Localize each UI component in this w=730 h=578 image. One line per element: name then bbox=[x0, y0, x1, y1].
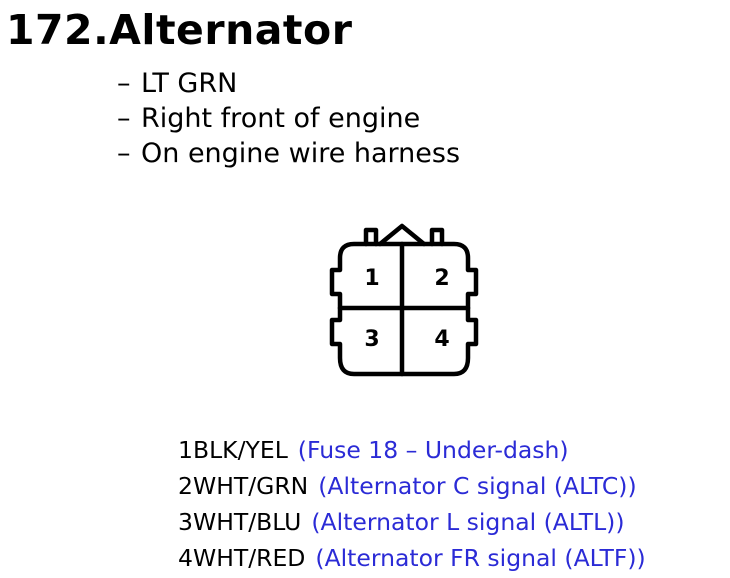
note-text: Right front of engine bbox=[141, 103, 421, 134]
notes-list: –LT GRN –Right front of engine –On engin… bbox=[117, 66, 460, 171]
pin-row: 1BLK/YEL (Fuse 18 – Under-dash) bbox=[178, 432, 646, 468]
pin-list: 1BLK/YEL(Fuse 18 – Under-dash) 2WHT/GRN(… bbox=[178, 432, 646, 576]
note-item: –LT GRN bbox=[117, 66, 460, 101]
pin-wire: 2WHT/GRN bbox=[178, 472, 309, 500]
connector-diagram: 1 2 3 4 bbox=[329, 223, 479, 377]
right-tab bbox=[429, 227, 445, 247]
note-dash: – bbox=[117, 103, 131, 134]
pin-description: (Alternator C signal (ALTC)) bbox=[318, 472, 637, 500]
pin-label-3: 3 bbox=[364, 327, 379, 352]
pin-label-2: 2 bbox=[434, 266, 449, 291]
note-dash: – bbox=[117, 138, 131, 169]
latch-icon bbox=[377, 223, 427, 247]
note-text: On engine wire harness bbox=[141, 138, 461, 169]
pin-row: 4WHT/RED (Alternator FR signal (ALTF)) bbox=[178, 540, 646, 576]
page-title: 172.Alternator bbox=[6, 6, 353, 54]
pin-wire: 4WHT/RED bbox=[178, 544, 306, 572]
note-item: –Right front of engine bbox=[117, 101, 460, 136]
note-dash: – bbox=[117, 68, 131, 99]
pin-label-1: 1 bbox=[364, 266, 379, 291]
left-tab bbox=[363, 227, 379, 247]
connector-body bbox=[329, 241, 479, 377]
pin-wire: 1BLK/YEL bbox=[178, 436, 288, 464]
pin-row: 2WHT/GRN (Alternator C signal (ALTC)) bbox=[178, 468, 646, 504]
pin-description: (Fuse 18 – Under-dash) bbox=[297, 436, 569, 464]
note-item: –On engine wire harness bbox=[117, 136, 460, 171]
pin-description: (Alternator L signal (ALTL)) bbox=[311, 508, 625, 536]
note-text: LT GRN bbox=[141, 68, 238, 99]
pin-label-4: 4 bbox=[434, 327, 449, 352]
pin-wire: 3WHT/BLU bbox=[178, 508, 302, 536]
pin-description: (Alternator FR signal (ALTF)) bbox=[315, 544, 646, 572]
pin-row: 3WHT/BLU (Alternator L signal (ALTL)) bbox=[178, 504, 646, 540]
